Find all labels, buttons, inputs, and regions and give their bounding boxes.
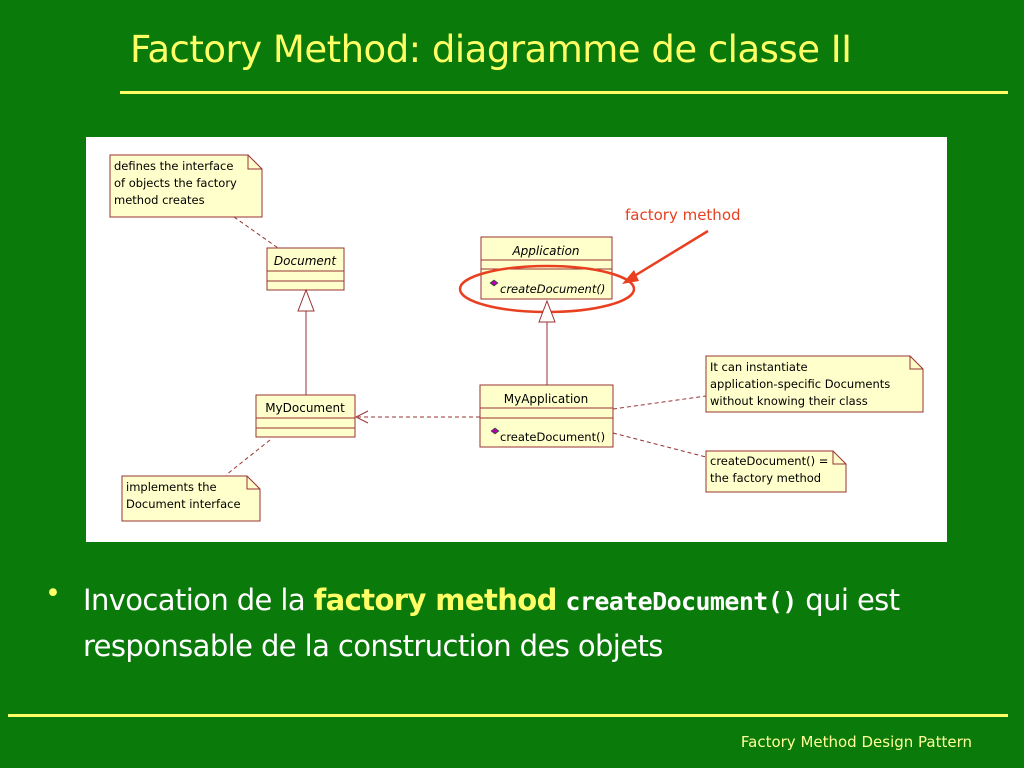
note-line: It can instantiate [710,360,808,374]
uml-class-diagram: defines the interface of objects the fac… [86,137,947,542]
note-instantiate-documents: It can instantiate application-specific … [705,355,924,413]
method-icon [490,427,500,435]
note-line: method creates [114,193,205,207]
class-name: Application [511,244,579,258]
method-name: createDocument() [500,282,605,296]
footer-divider [8,714,1008,717]
slide-title: Factory Method: diagramme de classe II [130,28,852,71]
note-anchor-line [612,432,707,458]
note-anchor-line [233,216,279,249]
note-anchor-line [225,439,271,476]
generalization-arrowhead [538,299,556,323]
note-document-interface: defines the interface of objects the fac… [109,154,263,218]
class-name: MyDocument [265,401,345,415]
note-implements-document: implements the Document interface [121,475,261,522]
bullet-marker: • [45,578,61,609]
slide-footer: Factory Method Design Pattern [740,733,972,751]
factory-method-arrowhead [622,270,639,284]
bullet-text: Invocation de la factory method createDo… [83,578,1008,668]
note-line: Document interface [126,497,241,511]
class-name: Document [274,254,337,268]
note-factory-method-definition: createDocument() = the factory method [705,450,847,493]
bullet-highlight: factory method [313,583,558,617]
method-name: createDocument() [500,430,605,444]
note-line: defines the interface [114,159,233,173]
factory-method-label: factory method [625,206,741,224]
note-line: application-specific Documents [710,377,890,391]
note-line: of objects the factory [114,176,237,190]
note-anchor-line [612,395,707,410]
method-icon [489,279,499,287]
note-line: the factory method [710,471,821,485]
class-application[interactable]: Application createDocument() [480,236,613,300]
class-name: MyApplication [504,392,589,406]
factory-method-arrow [630,229,709,280]
class-document[interactable]: Document [266,247,345,291]
bullet-prefix: Invocation de la [83,583,314,617]
note-line: without knowing their class [710,394,868,408]
bullet-suffix: qui est responsable de la construction d… [83,583,900,663]
dependency-arrowhead [354,410,369,424]
class-mydocument[interactable]: MyDocument [255,394,356,438]
generalization-arrowhead [297,288,315,312]
note-line: implements the [126,480,217,494]
title-divider [120,91,1008,94]
note-line: createDocument() = [710,454,828,468]
class-myapplication[interactable]: MyApplication createDocument() [479,384,614,448]
bullet-code: createDocument() [565,587,797,616]
